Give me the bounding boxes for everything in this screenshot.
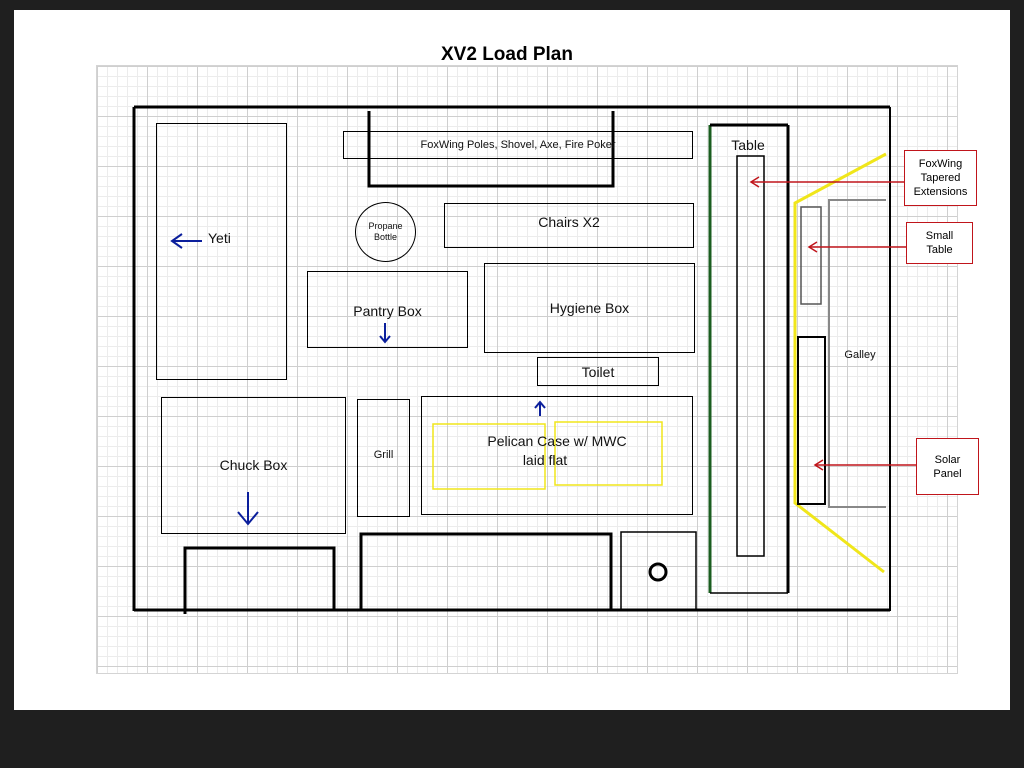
chuck-box-label: Chuck Box	[219, 457, 288, 473]
yeti-arrow-icon	[170, 233, 202, 249]
callout-arrow-foxwing-icon	[749, 176, 905, 188]
chairs-label: Chairs X2	[538, 214, 600, 230]
galley-label: Galley	[844, 349, 876, 361]
callout-foxwing-line1: FoxWing	[918, 158, 963, 170]
pelican-overlay-2	[554, 421, 663, 486]
yeti-box	[156, 123, 287, 380]
grid-paper	[96, 65, 958, 674]
grill-box: Grill	[357, 399, 410, 517]
pantry-arrow-icon	[379, 323, 391, 344]
pelican-label-line1: Pelican Case w/ MWC	[487, 433, 627, 449]
callout-small-table: Small Table	[906, 222, 973, 264]
grill-label: Grill	[373, 449, 394, 461]
chuck-box: Chuck Box	[161, 397, 346, 534]
foxwing-bracket	[367, 111, 615, 188]
foxwing-poles-box: FoxWing Poles, Shovel, Axe, Fire Poker	[343, 131, 693, 159]
foxwing-poles-label: FoxWing Poles, Shovel, Axe, Fire Poker	[420, 139, 616, 151]
callout-foxwing-line3: Extensions	[913, 186, 968, 198]
table-board	[736, 155, 765, 557]
galley-outline	[828, 199, 886, 508]
chairs-box: Chairs X2	[444, 203, 694, 248]
callout-small-table-line1: Small	[925, 230, 954, 242]
pelican-case-box: Pelican Case w/ MWC laid flat	[421, 396, 693, 515]
toilet-box: Toilet	[537, 357, 659, 386]
propane-bottle: Propane Bottle	[355, 202, 416, 262]
hygiene-box: Hygiene Box	[484, 263, 695, 353]
hygiene-box-label: Hygiene Box	[549, 300, 630, 316]
pantry-box: Pantry Box	[307, 271, 468, 348]
foxwing-extension-outline	[793, 152, 887, 574]
page-title: XV2 Load Plan	[441, 44, 573, 65]
callout-small-table-line2: Table	[926, 244, 953, 256]
pelican-label-line2: laid flat	[522, 452, 568, 468]
callout-foxwing-extensions: FoxWing Tapered Extensions	[904, 150, 977, 206]
pelican-arrow-icon	[534, 400, 546, 416]
table-label: Table	[731, 137, 765, 153]
callout-solar-panel: Solar Panel	[916, 438, 979, 495]
callout-arrow-solar-icon	[813, 459, 917, 471]
small-table-rect	[800, 206, 822, 305]
pelican-overlay-1	[432, 423, 546, 490]
callout-foxwing-line2: Tapered	[920, 172, 961, 184]
drain-circle	[648, 562, 668, 582]
bottom-compartment-right	[620, 531, 697, 610]
propane-label-line2: Bottle	[373, 232, 397, 242]
yeti-label: Yeti	[208, 230, 231, 246]
pantry-box-label: Pantry Box	[353, 303, 422, 319]
sheet: XV2 Load Plan	[14, 10, 1010, 710]
callout-solar-line1: Solar	[934, 453, 961, 466]
chuck-box-arrow-icon	[237, 492, 259, 526]
bottom-compartment-middle	[359, 532, 613, 610]
callout-solar-line2: Panel	[933, 467, 962, 480]
callout-arrow-small-table-icon	[807, 241, 906, 253]
propane-label-line1: Propane	[368, 221, 403, 231]
bottom-compartment-left	[183, 546, 336, 614]
toilet-label: Toilet	[581, 363, 615, 380]
solar-panel-rect	[797, 336, 826, 505]
